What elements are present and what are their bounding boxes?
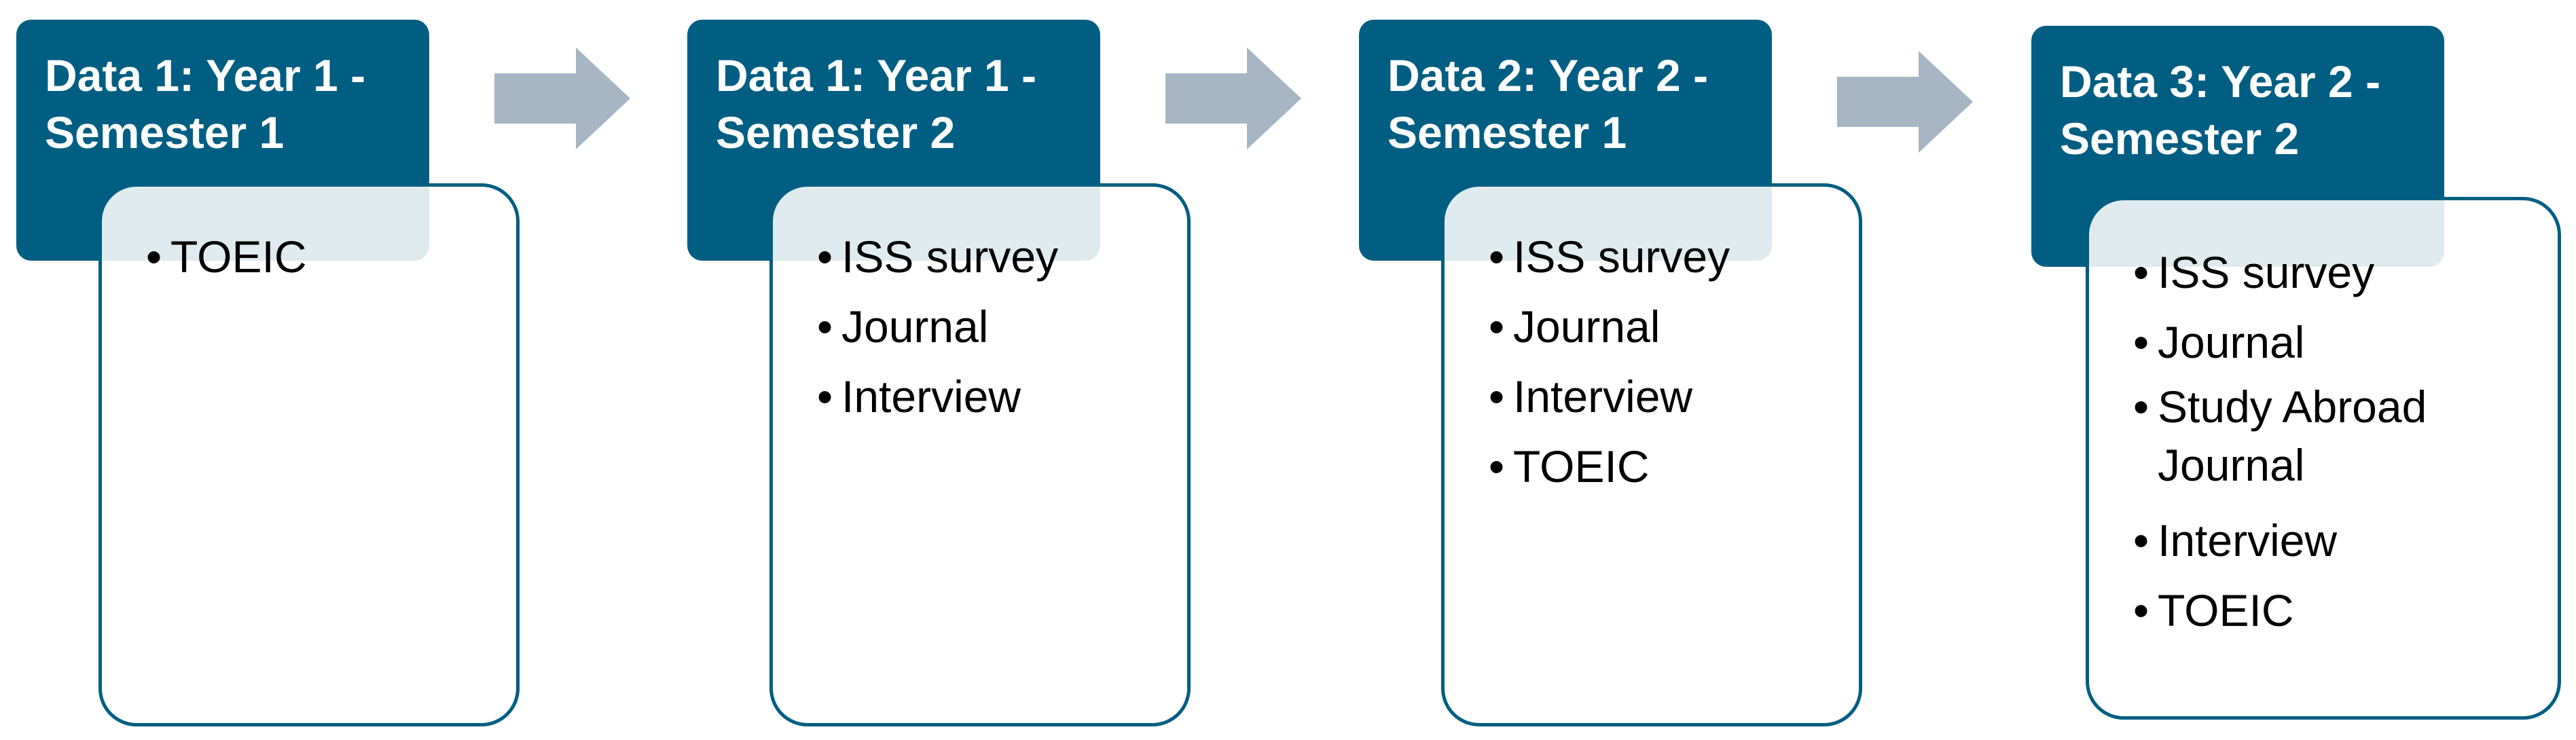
- list-item: TOEIC: [2133, 576, 2547, 646]
- stage-2-box: ISS survey Journal Interview: [769, 183, 1191, 726]
- list-item: Interview: [1489, 362, 1855, 432]
- stage-3-list: ISS survey Journal Interview TOEIC: [1489, 222, 1855, 502]
- right-arrow-icon: [1837, 51, 1973, 153]
- stage-4-list: ISS survey Journal Study Abroad Journal …: [2133, 238, 2547, 646]
- list-item: ISS survey: [1489, 222, 1855, 292]
- right-arrow-icon: [494, 48, 630, 149]
- list-item: ISS survey: [817, 222, 1184, 292]
- stage-1-list: TOEIC: [146, 222, 513, 292]
- list-item: Journal: [1489, 292, 1855, 362]
- list-item: ISS survey: [2133, 238, 2547, 308]
- list-item: TOEIC: [1489, 432, 1855, 502]
- list-item: Journal: [817, 292, 1184, 362]
- list-item: Journal: [2133, 308, 2547, 377]
- stage-2-list: ISS survey Journal Interview: [817, 222, 1184, 432]
- stage-4-box: ISS survey Journal Study Abroad Journal …: [2086, 197, 2561, 720]
- list-item: Interview: [2133, 506, 2547, 576]
- right-arrow-icon: [1165, 48, 1301, 149]
- list-item: Study Abroad Journal: [2133, 377, 2547, 494]
- stage-1-box: TOEIC: [98, 183, 520, 726]
- stage-3-box: ISS survey Journal Interview TOEIC: [1441, 183, 1862, 726]
- list-item: Interview: [817, 362, 1184, 432]
- list-item: TOEIC: [146, 222, 513, 292]
